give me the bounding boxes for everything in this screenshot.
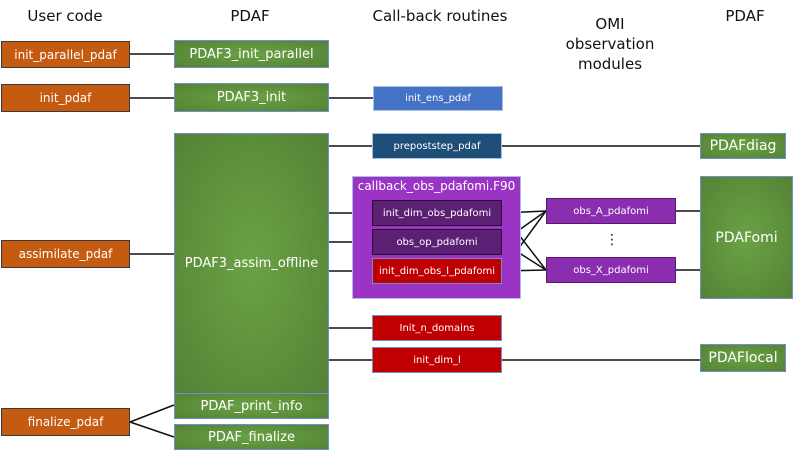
pdaf3-init-parallel-label: PDAF3_init_parallel [189,46,314,62]
obs-a-pdafomi-label: obs_A_pdafomi [573,205,649,217]
init-ens-pdaf-box[interactable]: init_ens_pdaf [373,86,503,111]
pdaf3-assim-offline-box[interactable]: PDAF3_assim_offline [174,133,329,394]
init-dim-obs-l-pdafomi-box[interactable]: init_dim_obs_l_pdafomi [372,258,502,284]
finalize-pdaf-label: finalize_pdaf [27,415,104,429]
pdaflocal-box[interactable]: PDAFlocal [700,344,786,372]
edge-finalize-print [129,404,175,423]
init-n-domains-label: Init_n_domains [399,322,475,334]
pdaf-print-info-box[interactable]: PDAF_print_info [174,393,329,419]
init-pdaf-box[interactable]: init_pdaf [1,84,130,112]
pdafomi-label: PDAFomi [715,229,778,246]
obs-x-pdafomi-box[interactable]: obs_X_pdafomi [546,257,676,283]
prepoststep-pdaf-box[interactable]: prepoststep_pdaf [372,133,502,159]
init-dim-obs-pdafomi-label: init_dim_obs_pdafomi [382,207,492,219]
pdaflocal-label: PDAFlocal [708,350,778,366]
init-dim-l-label: init_dim_l [413,354,461,366]
header-pdaf: PDAF [230,7,270,25]
pdafomi-box[interactable]: PDAFomi [700,176,793,299]
pdaf3-init-box[interactable]: PDAF3_init [174,83,329,112]
pdafdiag-box[interactable]: PDAFdiag [700,133,786,159]
obs-op-pdafomi-label: obs_op_pdafomi [396,236,478,248]
finalize-pdaf-box[interactable]: finalize_pdaf [1,408,130,436]
init-parallel-pdaf-box[interactable]: init_parallel_pdaf [1,41,130,68]
header-pdaf-right: PDAF [725,7,765,25]
assimilate-pdaf-label: assimilate_pdaf [18,247,113,261]
header-omi: OMI observation modules [565,15,655,73]
header-callback: Call-back routines [372,7,508,25]
init-ens-pdaf-label: init_ens_pdaf [405,93,471,104]
init-parallel-pdaf-label: init_parallel_pdaf [14,47,117,62]
pdaf-finalize-label: PDAF_finalize [208,429,295,445]
header-user-code: User code [27,7,103,25]
obs-x-pdafomi-label: obs_X_pdafomi [573,264,649,276]
pdafdiag-label: PDAFdiag [709,138,777,154]
pdaf-finalize-box[interactable]: PDAF_finalize [174,424,329,450]
init-dim-l-box[interactable]: init_dim_l [372,347,502,373]
pdaf-print-info-label: PDAF_print_info [200,398,303,414]
init-dim-obs-l-pdafomi-label: init_dim_obs_l_pdafomi [378,265,496,277]
pdaf3-init-label: PDAF3_init [216,90,287,105]
init-n-domains-box[interactable]: Init_n_domains [372,315,502,341]
assimilate-pdaf-box[interactable]: assimilate_pdaf [1,240,130,268]
ellipsis-vertical-icon: ⋮ [605,232,619,248]
obs-a-pdafomi-box[interactable]: obs_A_pdafomi [546,198,676,224]
init-dim-obs-pdafomi-box[interactable]: init_dim_obs_pdafomi [372,200,502,226]
edge-finalize-finalize [129,421,175,438]
callback-obs-pdafomi-title: callback_obs_pdafomi.F90 [357,179,516,193]
pdaf3-init-parallel-box[interactable]: PDAF3_init_parallel [174,40,329,68]
init-pdaf-label: init_pdaf [39,91,92,105]
pdaf3-assim-offline-label: PDAF3_assim_offline [184,256,319,271]
prepoststep-pdaf-label: prepoststep_pdaf [393,140,481,152]
obs-op-pdafomi-box[interactable]: obs_op_pdafomi [372,229,502,255]
